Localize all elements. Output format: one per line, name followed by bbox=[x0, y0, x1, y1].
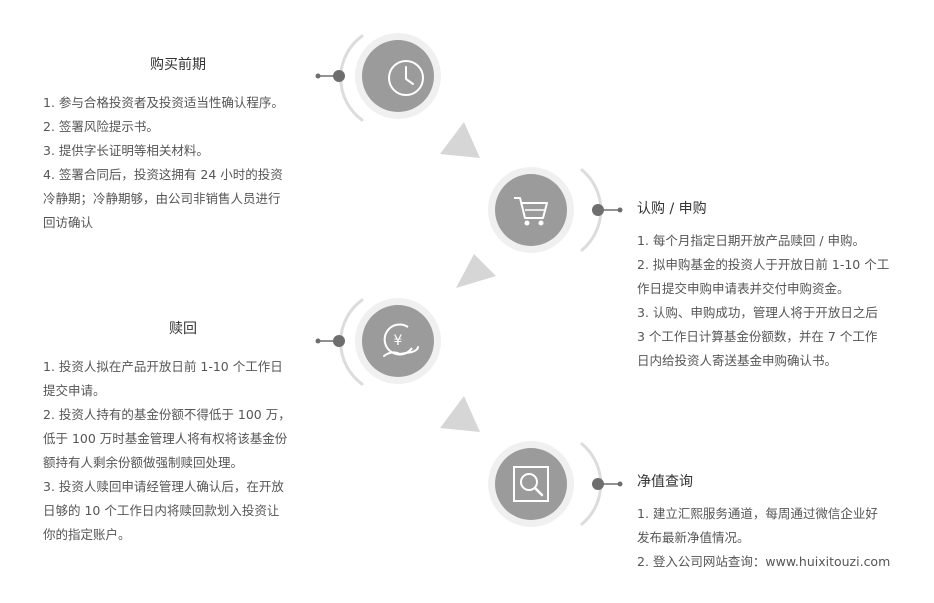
step-line: 2. 签署风险提示书。 bbox=[43, 119, 159, 134]
step-subscribe: 认购 / 申购 1. 每个月指定日期开放产品赎回 / 申购。 2. 拟申购基金的… bbox=[637, 197, 927, 373]
step-line: 2. 登入公司网站查询：www.huixitouzi.com bbox=[637, 554, 891, 569]
step-line: 日够的 10 个工作日内将赎回款划入投资让 bbox=[43, 503, 280, 518]
step-line: 作日提交申购申请表并交付申购资金。 bbox=[637, 281, 850, 296]
yen-hand-icon: ¥ bbox=[383, 323, 419, 357]
step-line: 2. 拟申购基金的投资人于开放日前 1-10 个工 bbox=[637, 257, 890, 272]
svg-text:¥: ¥ bbox=[394, 333, 403, 349]
node-redeem: ¥ bbox=[308, 292, 441, 396]
step-line: 你的指定账户。 bbox=[43, 527, 131, 542]
step-title: 赎回 bbox=[169, 321, 197, 337]
search-doc-icon bbox=[513, 466, 549, 502]
step-purchase: 购买前期 1. 参与合格投资者及投资适当性确认程序。 2. 签署风险提示书。 3… bbox=[43, 53, 313, 235]
step-redeem: 赎回 1. 投资人拟在产品开放日前 1-10 个工作日 提交申请。 2. 投资人… bbox=[43, 317, 323, 547]
step-line: 1. 每个月指定日期开放产品赎回 / 申购。 bbox=[637, 233, 866, 248]
step-line: 2. 投资人持有的基金份额不得低于 100 万， bbox=[43, 407, 291, 422]
arrow-down-right-2 bbox=[440, 396, 480, 432]
step-line: 额持有人剩余份额做强制赎回处理。 bbox=[43, 455, 244, 470]
step-line: 冷静期；冷静期够，由公司非销售人员进行 bbox=[43, 191, 281, 206]
node-subscribe bbox=[486, 160, 626, 264]
step-line: 3. 投资人赎回申请经管理人确认后，在开放 bbox=[43, 479, 284, 494]
step-nav: 净值查询 1. 建立汇熙服务通道，每周通过微信企业好 发布最新净值情况。 2. … bbox=[637, 470, 927, 574]
step-title: 购买前期 bbox=[150, 57, 206, 73]
step-line: 提交申请。 bbox=[43, 383, 106, 398]
shopping-cart-icon bbox=[514, 197, 548, 226]
arrow-down-right-1 bbox=[440, 122, 480, 158]
step-line: 1. 建立汇熙服务通道，每周通过微信企业好 bbox=[637, 506, 878, 521]
step-line: 1. 投资人拟在产品开放日前 1-10 个工作日 bbox=[43, 359, 283, 374]
step-line: 3. 提供字长证明等相关材料。 bbox=[43, 143, 209, 158]
step-line: 发布最新净值情况。 bbox=[637, 530, 750, 545]
step-title: 认购 / 申购 bbox=[637, 201, 707, 217]
step-title: 净值查询 bbox=[637, 474, 693, 490]
step-line: 低于 100 万时基金管理人将有权将该基金份 bbox=[43, 431, 288, 446]
step-line: 3 个工作日计算基金份额数，并在 7 个工作 bbox=[637, 329, 878, 344]
step-line: 日内给投资人寄送基金申购确认书。 bbox=[637, 353, 838, 368]
step-line: 回访确认 bbox=[43, 215, 94, 230]
node-purchase bbox=[308, 28, 441, 132]
clock-icon bbox=[388, 60, 424, 96]
arrow-down-left-1 bbox=[456, 254, 496, 288]
node-nav bbox=[486, 434, 626, 538]
step-line: 1. 参与合格投资者及投资适当性确认程序。 bbox=[43, 95, 284, 110]
step-line: 3. 认购、申购成功，管理人将于开放日之后 bbox=[637, 305, 878, 320]
step-line: 4. 签署合同后，投资这拥有 24 小时的投资 bbox=[43, 167, 283, 182]
